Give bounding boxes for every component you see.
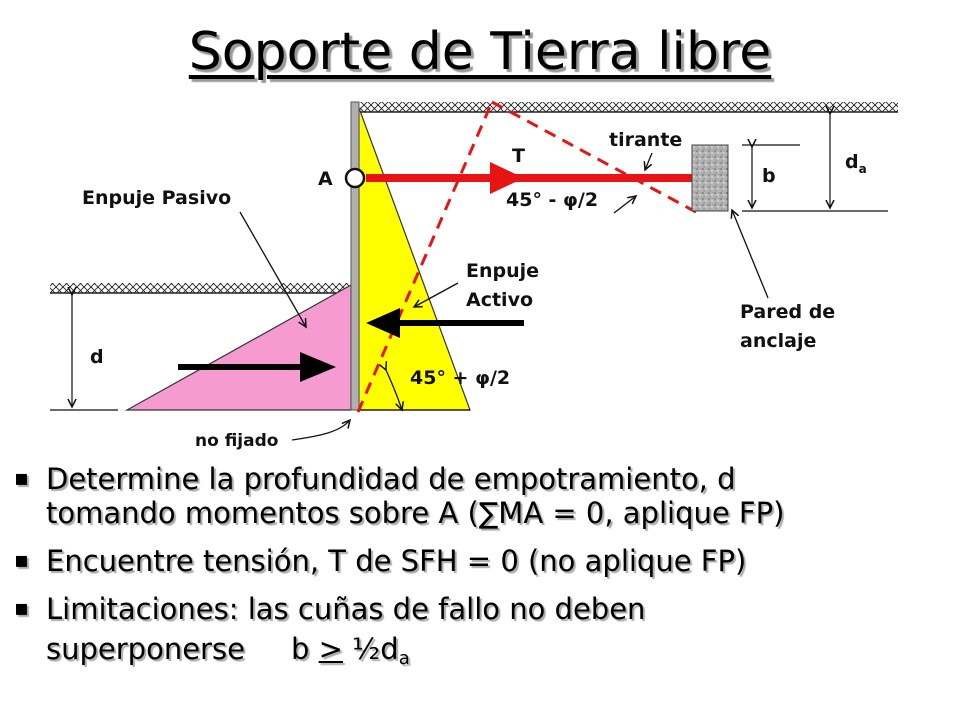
leader-no-fijado	[291, 420, 350, 441]
bullet-1-line-1: Determine la profundidad de empotramient…	[46, 462, 736, 496]
label-d: d	[90, 346, 104, 368]
label-enpuje-pasivo: Enpuje Pasivo	[82, 187, 231, 209]
bullet-1-line-2: tomando momentos sobre A (∑MA = 0, apliq…	[46, 496, 785, 530]
bullet-marker: ▪	[14, 466, 29, 491]
active-pressure-wedge	[358, 107, 471, 411]
label-da: da	[845, 151, 867, 176]
leader-enpuje-activo	[414, 282, 459, 307]
label-enpuje-activo-1: Enpuje	[466, 260, 539, 282]
sheet-pile-wall	[350, 101, 360, 411]
bullet-3-subscript: a	[398, 648, 410, 669]
leader-tirante	[645, 152, 653, 170]
bullet-list: ▪ Determine la profundidad de empotramie…	[14, 462, 944, 690]
bullet-item-1: ▪ Determine la profundidad de empotramie…	[14, 462, 944, 530]
leader-enpuje-pasivo	[239, 211, 306, 327]
bullet-3-line-2-text: superponerse b	[46, 632, 319, 666]
angle-arc-bottom	[386, 370, 402, 410]
bullet-item-3: ▪ Limitaciones: las cuñas de fallo no de…	[14, 592, 944, 676]
ground-surface-left	[50, 283, 355, 294]
label-tirante: tirante	[609, 129, 682, 151]
passive-force-arrowhead	[300, 352, 336, 382]
slide-title: Soporte de Tierra libre	[188, 22, 772, 82]
label-A: A	[318, 168, 333, 190]
label-T: T	[512, 145, 525, 167]
anchor-wall	[691, 144, 729, 212]
bullet-marker: ▪	[14, 596, 29, 621]
tie-rod-arrowhead	[490, 162, 524, 194]
label-angle-top: 45° - φ/2	[506, 189, 598, 211]
active-force-arrowhead	[366, 308, 400, 338]
label-pared-2: anclaje	[740, 330, 816, 352]
bullet-3-line-1: Limitaciones: las cuñas de fallo no debe…	[46, 592, 646, 626]
failure-line-active	[356, 101, 494, 413]
ground-surface-top	[360, 102, 898, 113]
geq-symbol: >	[318, 632, 343, 666]
bullet-3-line-2: superponerse b > ½da	[46, 632, 944, 676]
bullet-3-half-da: ½d	[342, 632, 399, 666]
bullet-marker: ▪	[14, 548, 29, 573]
bullet-item-2: ▪ Encuentre tensión, T de SFH = 0 (no ap…	[14, 544, 944, 578]
label-pared-1: Pared de	[740, 301, 835, 323]
label-angle-bottom: 45° + φ/2	[410, 367, 510, 389]
leader-pared-anclaje	[732, 210, 769, 299]
label-b: b	[762, 165, 776, 187]
bullet-2-text: Encuentre tensión, T de SFH = 0 (no apli…	[46, 544, 747, 578]
label-enpuje-activo-2: Activo	[466, 289, 533, 311]
leader-angle-top	[613, 196, 636, 214]
passive-pressure-wedge	[124, 283, 352, 411]
label-no-fijado: no fijado	[195, 431, 278, 451]
anchor-point-A	[344, 167, 366, 189]
